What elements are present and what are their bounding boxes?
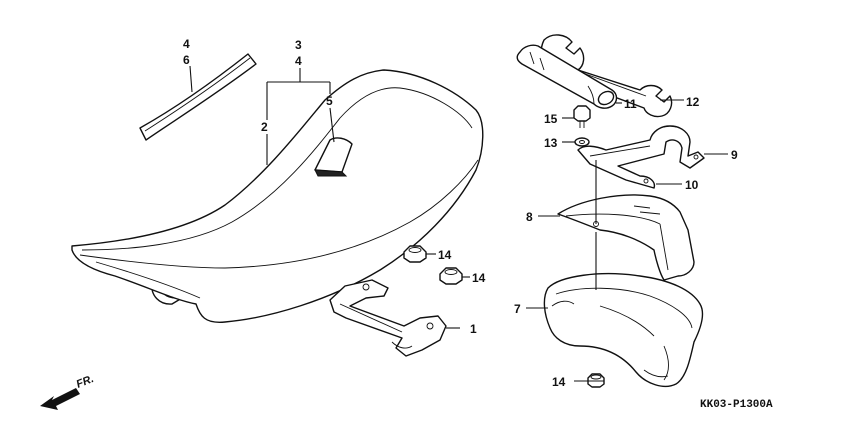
callout-4-right: 4 bbox=[295, 54, 302, 68]
tool-bag bbox=[543, 272, 704, 388]
nut-upper bbox=[403, 245, 427, 263]
trim-strip bbox=[139, 53, 257, 141]
callout-14-middle: 14 bbox=[472, 271, 486, 285]
bolt bbox=[573, 105, 591, 128]
callout-numbers: 1 2 3 4 4 5 6 7 8 9 10 11 12 13 14 14 14… bbox=[183, 37, 738, 389]
callout-14-upper: 14 bbox=[438, 248, 452, 262]
direction-label: FR. bbox=[75, 373, 96, 391]
callout-6: 6 bbox=[183, 53, 190, 67]
tray-plate bbox=[557, 194, 695, 281]
callout-3: 3 bbox=[295, 38, 302, 52]
arrow-icon bbox=[40, 388, 80, 410]
tool-handle bbox=[516, 44, 618, 109]
diagram-code: KK03-P1300A bbox=[700, 399, 773, 411]
callout-1: 1 bbox=[470, 322, 477, 336]
callout-11: 11 bbox=[624, 97, 637, 111]
callout-4-left: 4 bbox=[183, 37, 190, 51]
nut-middle bbox=[439, 267, 463, 285]
callout-13: 13 bbox=[544, 136, 558, 150]
callout-2: 2 bbox=[261, 120, 268, 134]
leader-lines bbox=[189, 65, 728, 382]
washer bbox=[574, 137, 590, 147]
tool-holder-band bbox=[577, 125, 705, 189]
seat-strap bbox=[314, 137, 353, 177]
callout-12: 12 bbox=[686, 95, 700, 109]
callout-15: 15 bbox=[544, 112, 558, 126]
callout-14-lower: 14 bbox=[552, 375, 566, 389]
callout-10: 10 bbox=[685, 178, 699, 192]
callout-5: 5 bbox=[326, 94, 333, 108]
callout-7: 7 bbox=[514, 302, 521, 316]
front-direction-indicator: FR. bbox=[40, 373, 96, 410]
seat-bracket bbox=[329, 279, 447, 357]
callout-9: 9 bbox=[731, 148, 738, 162]
callout-8: 8 bbox=[526, 210, 533, 224]
seat bbox=[71, 69, 484, 323]
